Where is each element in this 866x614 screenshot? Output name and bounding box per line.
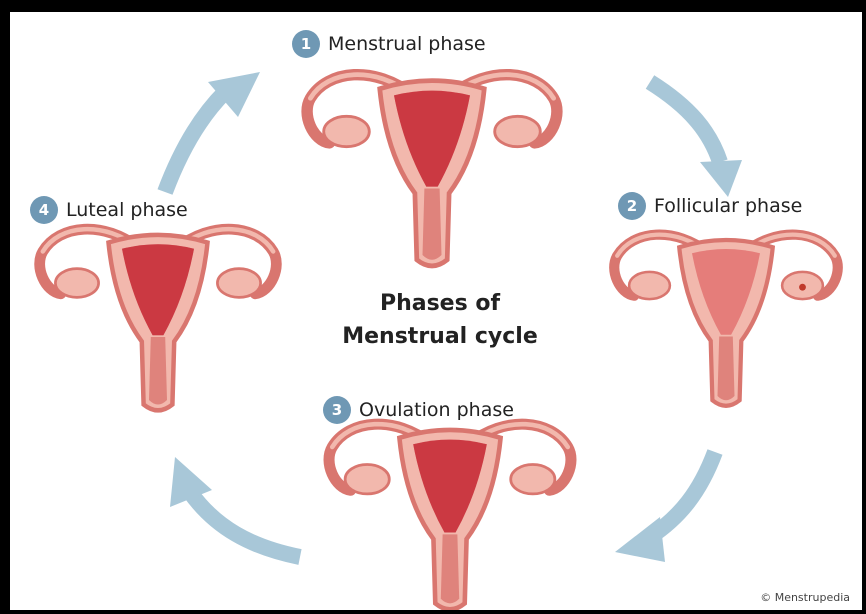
uterus-ovulation-phase	[329, 424, 571, 609]
phase-name: Ovulation phase	[359, 399, 514, 421]
diagram-frame: 1 Menstrual phase 2 Follicular phase 3 O…	[10, 12, 862, 610]
phase-number-badge: 2	[618, 192, 646, 220]
phase-name: Menstrual phase	[328, 33, 486, 55]
credit-text: © Menstrupedia	[760, 591, 850, 604]
arrow-4-to-1	[165, 72, 260, 192]
phase-label-luteal: 4 Luteal phase	[30, 196, 188, 224]
phase-label-ovulation: 3 Ovulation phase	[323, 396, 514, 424]
arrow-3-to-4	[170, 457, 300, 557]
phase-name: Follicular phase	[654, 195, 802, 217]
diagram-title: Phases of Menstrual cycle	[310, 287, 570, 353]
phase-number-badge: 4	[30, 196, 58, 224]
uterus-luteal-phase	[40, 229, 277, 410]
arrow-2-to-3	[615, 452, 715, 562]
phase-label-menstrual: 1 Menstrual phase	[292, 30, 486, 58]
phase-name: Luteal phase	[66, 199, 188, 221]
uterus-menstrual-phase	[307, 75, 557, 266]
phase-number-badge: 1	[292, 30, 320, 58]
title-line-1: Phases of	[310, 287, 570, 320]
phase-number-badge: 3	[323, 396, 351, 424]
phase-label-follicular: 2 Follicular phase	[618, 192, 802, 220]
uterus-follicular-phase	[614, 235, 838, 406]
title-line-2: Menstrual cycle	[310, 320, 570, 353]
arrow-1-to-2	[650, 82, 742, 197]
